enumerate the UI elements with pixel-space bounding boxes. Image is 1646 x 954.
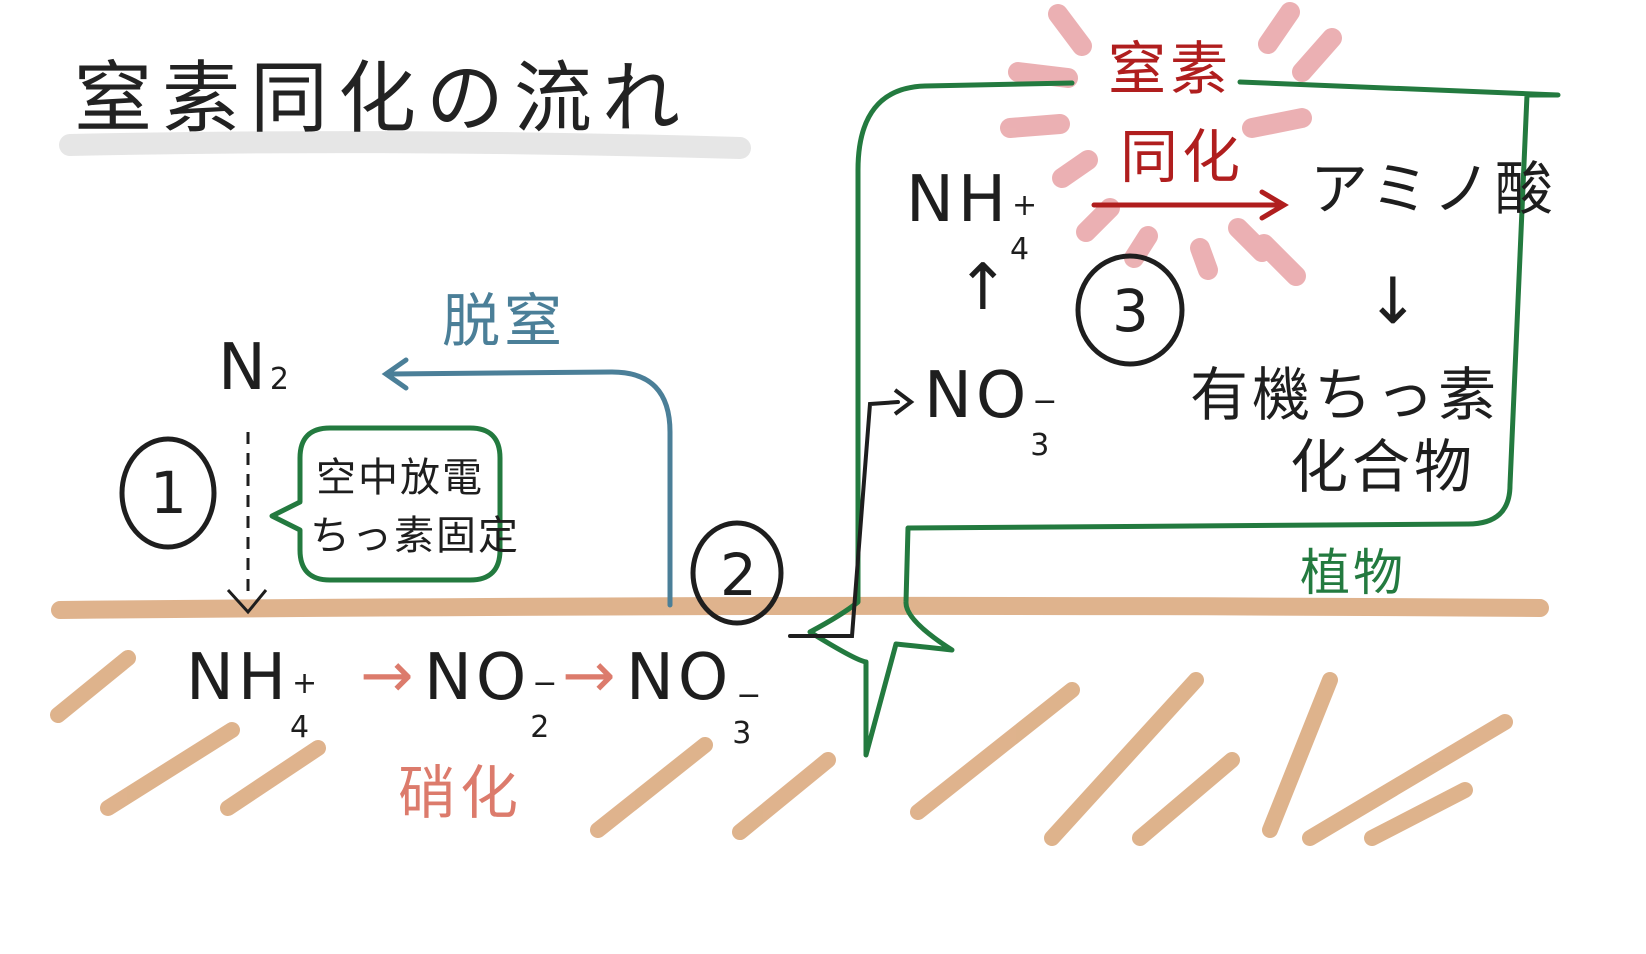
soil-nitrite-charge: −: [532, 666, 562, 701]
step-circle-3: [1075, 253, 1185, 367]
soil-ammonium: NH+4: [186, 641, 322, 745]
plant-ammonium-charge: +: [1012, 188, 1042, 223]
soil-nitrate-subscript: 3: [732, 716, 756, 751]
title-highlight: [59, 131, 751, 159]
assimilation-arrowhead: [1259, 189, 1289, 221]
soil-nitrate-charge: −: [736, 678, 766, 713]
step-circle-1: [119, 436, 217, 550]
soil-surface: [51, 596, 1549, 619]
denitrification-arrowhead: [381, 357, 409, 391]
fixation-line-2: ちっ素固定: [310, 513, 520, 559]
nitrification-label: 硝化: [398, 759, 523, 827]
plant-ammonium-subscript: 4: [1010, 232, 1034, 267]
plant-nitrate-charge: −: [1032, 384, 1062, 419]
soil-nitrite: NO−2: [424, 641, 562, 745]
fixation-line-1: 空中放電: [316, 455, 484, 501]
soil-nitrite-subscript: 2: [530, 710, 554, 745]
plant-box: [807, 79, 1561, 758]
step-number-1: 1: [150, 459, 187, 527]
soil-nitrate: NO−3: [626, 641, 766, 751]
nitrification-arrow-1: →: [360, 639, 418, 713]
plant-nitrate: NO−3: [924, 359, 1062, 463]
soil-hatching: [50, 650, 1513, 846]
n2-label: N2: [218, 331, 293, 405]
step-circle-2: [690, 520, 784, 626]
soil-ammonium-subscript: 4: [290, 710, 314, 745]
uptake-arrowhead: [893, 388, 915, 416]
amino-acid-label: アミノ酸: [1310, 155, 1557, 223]
fixation-callout-box: [269, 425, 503, 583]
denitrification-arrow: [387, 369, 673, 608]
plant-ammonium: NH+4: [906, 163, 1042, 267]
plant-label: 植物: [1300, 544, 1406, 602]
denitrification-label: 脱窒: [442, 287, 567, 355]
uptake-arrow: [788, 400, 900, 638]
page-title: 窒素同化の流れ: [74, 54, 691, 144]
n2-subscript: 2: [269, 362, 293, 397]
step-number-2: 2: [720, 541, 757, 609]
plant-nitrate-subscript: 3: [1030, 428, 1054, 463]
soil-ammonium-charge: +: [292, 666, 322, 701]
organic-nitrogen-line-1: 有機ちっ素: [1190, 361, 1501, 429]
plant-up-arrow: ↑: [956, 251, 1014, 325]
assimilation-burst: [1000, 2, 1342, 286]
assimilation-label-1: 窒素: [1108, 35, 1233, 103]
fixation-arrowhead: [226, 588, 268, 615]
organic-nitrogen-line-2: 化合物: [1290, 433, 1477, 501]
step-number-3: 3: [1112, 277, 1149, 345]
nitrification-arrow-2: →: [562, 639, 620, 713]
assimilation-label-2: 同化: [1120, 123, 1245, 191]
plant-down-arrow: ↓: [1366, 265, 1424, 339]
